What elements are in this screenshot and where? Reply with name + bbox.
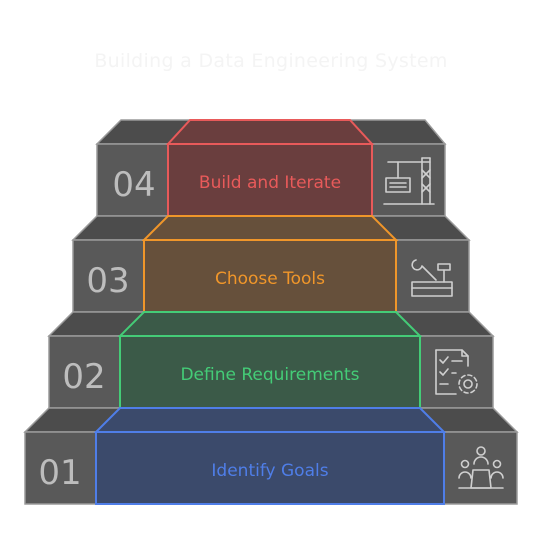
step-4: 04 Build and Iterate: [95, 119, 447, 217]
diagram-title: Building a Data Engineering System: [94, 50, 448, 72]
step-4-number: 04: [112, 165, 155, 205]
step-2-number: 02: [62, 357, 105, 397]
step-4-band-top: [165, 119, 375, 145]
step-3-number: 03: [86, 261, 129, 301]
step-2-label: Define Requirements: [180, 365, 359, 385]
step-1-band: [95, 431, 445, 505]
step-3-band: [143, 239, 397, 313]
toolbox-icon: [411, 259, 453, 297]
step-3: 03 Choose Tools: [71, 215, 471, 313]
step-2-band: [119, 335, 421, 409]
step-1-label: Identify Goals: [211, 461, 328, 481]
step-4-band: [167, 143, 373, 217]
step-3-label: Choose Tools: [215, 269, 325, 289]
crane-icon: [383, 157, 435, 205]
step-3-band-top: [141, 215, 399, 241]
step-1-number: 01: [38, 453, 81, 493]
checklist-gear-icon: [435, 349, 478, 395]
people-meeting-icon: [458, 446, 504, 489]
step-2-band-top: [117, 311, 423, 337]
step-2: 02 Define Requirements: [47, 311, 495, 409]
step-4-label: Build and Iterate: [199, 173, 341, 193]
step-1: 01 Identify Goals: [23, 407, 519, 505]
step-1-band-top: [93, 407, 447, 433]
